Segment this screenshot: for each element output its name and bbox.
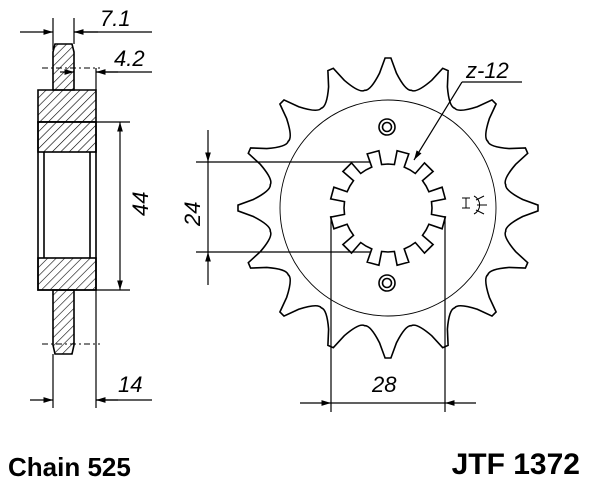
side-dimensions: [20, 18, 152, 408]
bore-diameter-label: 24: [180, 202, 205, 227]
front-view: [237, 57, 539, 359]
chain-size-label: Chain 525: [8, 452, 131, 482]
width-label: 14: [118, 372, 142, 397]
sprocket-drawing: 7.1 4.2 44 14 24 28: [20, 6, 539, 412]
spline-bore-outline: [329, 149, 447, 267]
upper-rim-section: [37, 89, 97, 123]
top-hole: [378, 118, 396, 136]
bottom-hole: [378, 274, 396, 292]
lower-tooth-section: [52, 289, 75, 355]
spline-diameter-label: 28: [371, 372, 397, 397]
front-dimensions: [196, 81, 522, 412]
hub-lower-band: [37, 257, 97, 291]
hub-diameter-label: 44: [128, 192, 153, 216]
pitch-circle: [279, 99, 497, 317]
flange-offset-label: 4.2: [114, 46, 145, 71]
marking-symbol: [462, 195, 487, 215]
hub-offset-label: 7.1: [100, 6, 131, 31]
side-section-view: [37, 43, 100, 355]
upper-tooth-section: [52, 43, 75, 91]
part-number-label: JTF 1372: [451, 448, 580, 481]
spline-teeth-label: z-12: [465, 58, 509, 83]
hub-upper-band: [37, 121, 97, 153]
top-hole-inner: [381, 121, 393, 133]
bottom-hole-inner: [381, 277, 393, 289]
sprocket-tooth-outline: [237, 57, 539, 359]
